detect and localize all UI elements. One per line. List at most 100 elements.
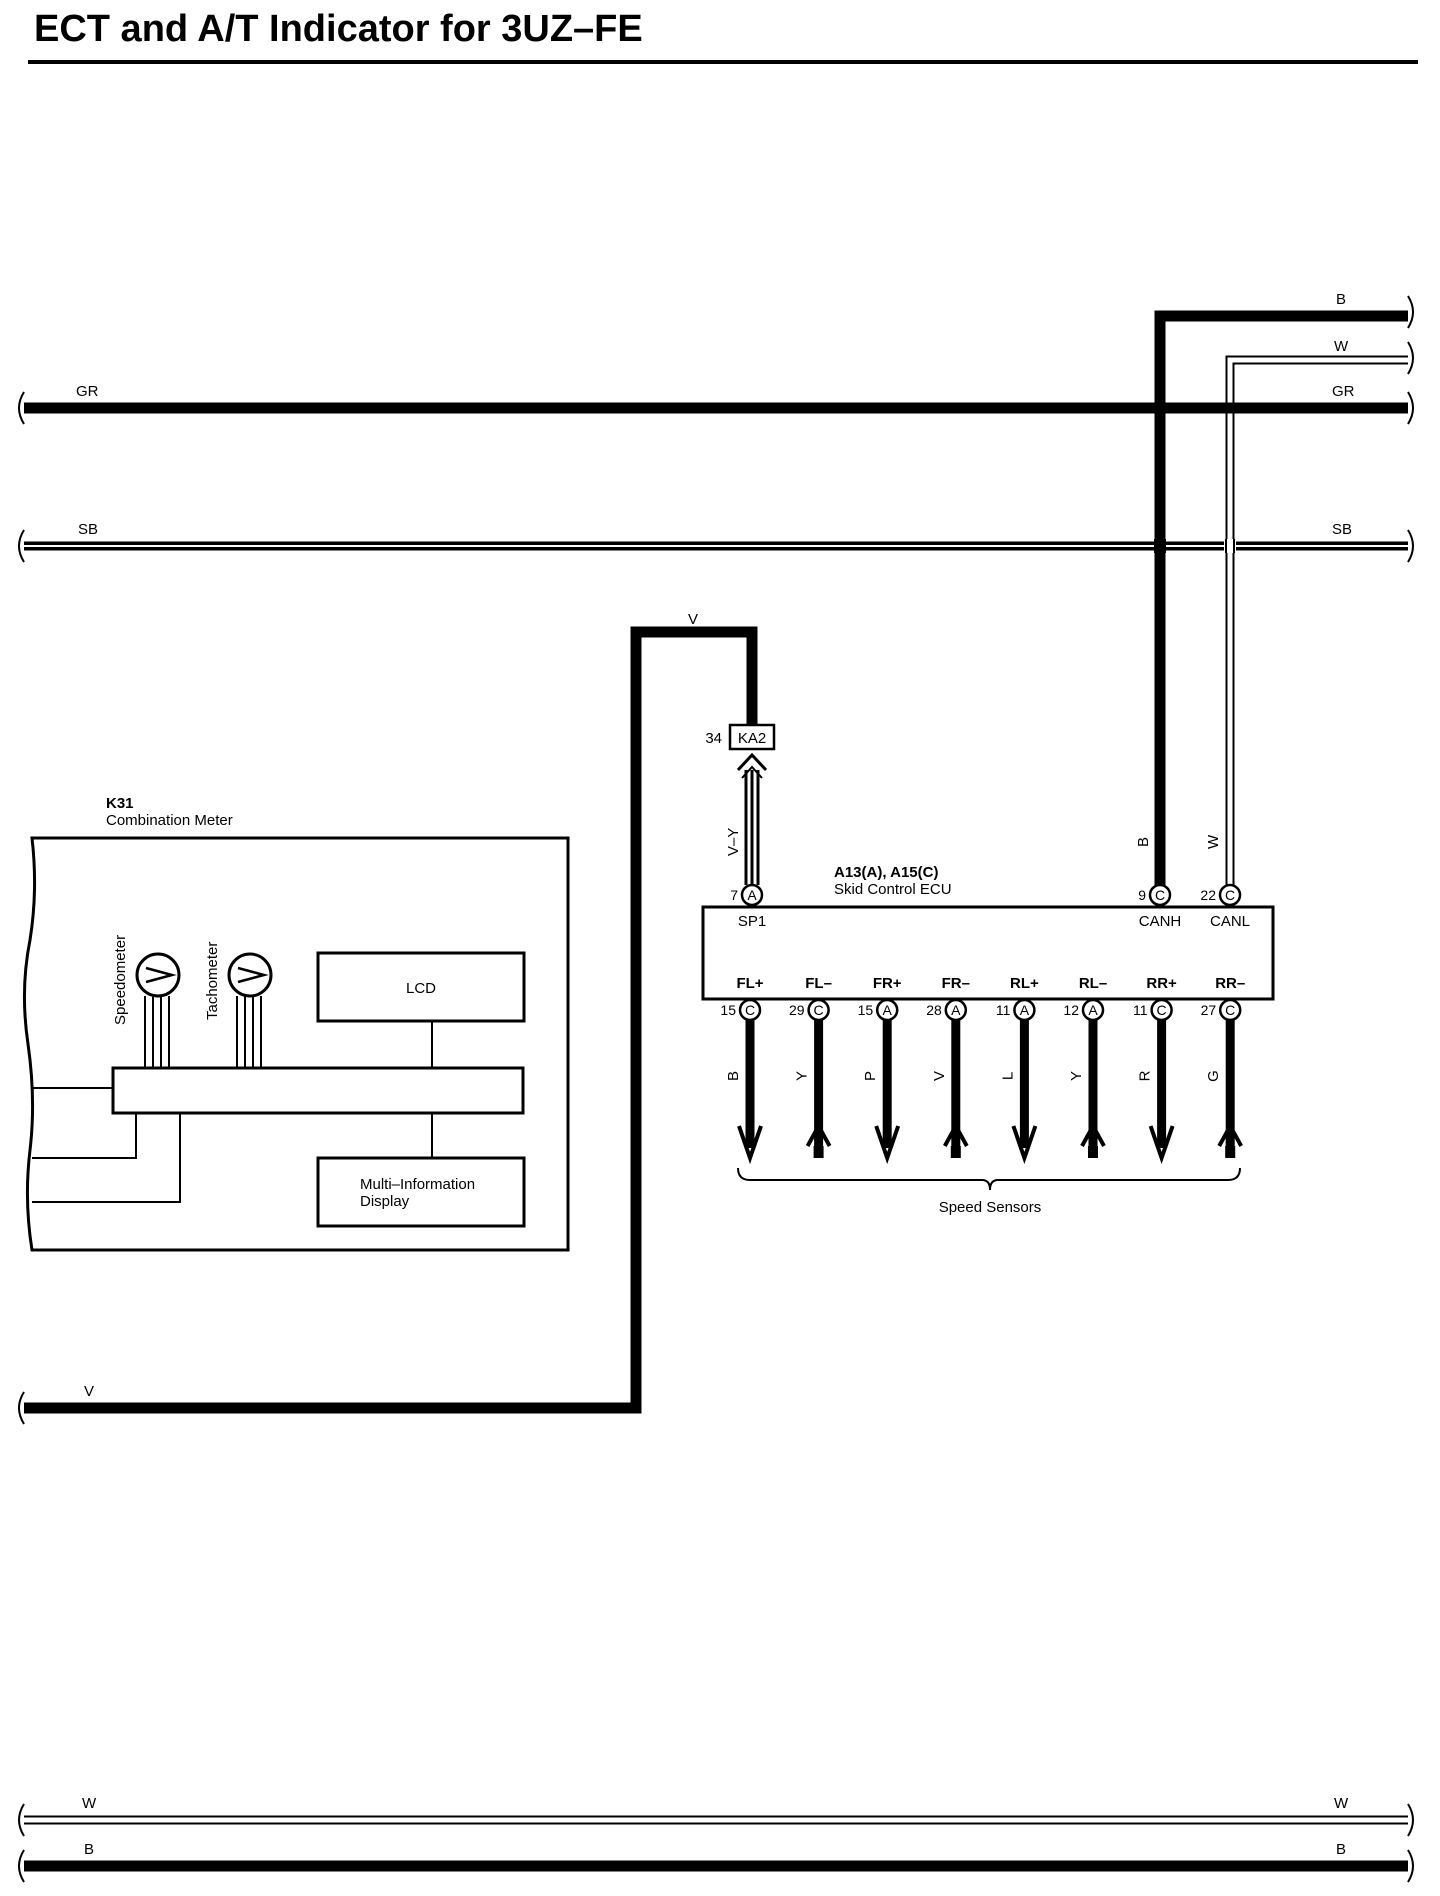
pin-connector-circle (875, 998, 899, 1022)
wire-label-v-lower: V (84, 1383, 94, 1400)
meter-left-link-2 (32, 1113, 137, 1159)
pin-connector-letter: A (951, 1002, 961, 1018)
sensor-wire-color-label: P (862, 1071, 879, 1081)
speedometer-gauge-icon (135, 952, 181, 1068)
wire-w-top-core (1227, 357, 1410, 888)
pin-connector-letter: C (1225, 1002, 1235, 1018)
meter-name: Combination Meter (106, 812, 233, 829)
sensor-arrow-down (1148, 1125, 1175, 1165)
sensor-wire-end (813, 1146, 824, 1158)
sensor-arrow-down (737, 1125, 763, 1165)
pin-number: 28 (926, 1002, 942, 1018)
wire-break-marks (18, 295, 1414, 1883)
ecu-top-pin-canh: C9 (1138, 883, 1172, 907)
ecu-bottom-pin-1: C15 (720, 998, 762, 1022)
pin-number: 12 (1063, 1002, 1079, 1018)
ecu-bottom-pin-4: A 28 (926, 998, 968, 1022)
wire-w-top (1225, 355, 1408, 888)
ecu-top-pin-label: SP1 (738, 913, 766, 930)
wire-label-vy: V–Y (725, 828, 742, 856)
sensor-wire-end (950, 1146, 961, 1158)
ecu-bottom-pins: BFL+C15YFL–C29PFR+A15VFR–A28LRL+A11YRL–A… (720, 975, 1245, 1165)
pin-connector-circle (1218, 883, 1242, 907)
speed-sensors-label: Speed Sensors (939, 1199, 1042, 1216)
sensor-wire-end (1088, 1146, 1098, 1158)
wire-label-w-top: W (1334, 338, 1349, 355)
title-rule (28, 60, 1418, 64)
pin-connector-letter: C (1155, 887, 1165, 903)
skid-ecu-box (701, 905, 1275, 1001)
sensor-wire-1: B (725, 1020, 763, 1165)
pin-connector-circle (740, 883, 764, 907)
skid-ecu-name: Skid Control ECU (834, 881, 952, 898)
wire-label-v-upper: V (688, 611, 698, 628)
ecu-bottom-pin-7: C 11 (1133, 998, 1173, 1022)
multi-info-line2: Display (360, 1193, 410, 1210)
wire-label-b-top: B (1336, 291, 1346, 308)
ecu-bottom-pin-label: FR+ (873, 975, 902, 992)
sensor-wire-color-label: Y (1068, 1071, 1085, 1081)
sensor-arrow-up (1217, 1121, 1243, 1147)
ecu-bottom-pin-label: RL+ (1010, 975, 1039, 992)
wire-label-sb-right: SB (1332, 521, 1352, 538)
meter-bus-bar (111, 1066, 525, 1115)
pin-number: 11 (996, 1002, 1011, 1018)
wire-label-gr-right: GR (1332, 383, 1355, 400)
ecu-bottom-pin-label: FL+ (736, 975, 763, 992)
pin-connector-letter: C (1157, 1002, 1167, 1018)
sensor-wire-7: R (1137, 1020, 1175, 1165)
ecu-top-pin-label: CANH (1139, 913, 1182, 930)
ecu-bottom-pin-label: FL– (805, 975, 832, 992)
speedometer-label: Speedometer (112, 935, 129, 1025)
pin-connector-letter: A (747, 887, 757, 903)
ecu-top-pin-sp1: A7 (730, 883, 764, 907)
junction-ka2-pin: 34 (705, 730, 722, 747)
sensor-arrow-up (943, 1121, 969, 1147)
pin-connector-letter: A (1088, 1002, 1098, 1018)
multi-info-line1: Multi–Information (360, 1176, 475, 1193)
pin-connector-letter: C (745, 1002, 755, 1018)
sensor-wire-color-label: R (1137, 1070, 1154, 1081)
wire-label-sb-left: SB (78, 521, 98, 538)
lcd-box (316, 951, 526, 1023)
sensor-wire-8: G (1205, 1020, 1243, 1158)
pin-connector-letter: C (1225, 887, 1235, 903)
pin-connector-letter: C (814, 1002, 824, 1018)
pin-connector-circle (944, 998, 968, 1022)
lcd-label: LCD (406, 980, 436, 997)
sensor-wire-4: V (931, 1020, 969, 1158)
wire-label-gr-left: GR (76, 383, 99, 400)
ecu-bottom-pin-label: RR– (1215, 975, 1245, 992)
sensor-arrow-down (1011, 1125, 1038, 1165)
pin-number: 7 (730, 887, 738, 903)
pin-connector-circle (1150, 998, 1173, 1022)
ecu-top-pin-canl: C22 (1200, 883, 1242, 907)
sensor-wire-end (1225, 1146, 1236, 1158)
pin-number: 11 (1133, 1002, 1148, 1018)
pin-connector-letter: A (1020, 1002, 1030, 1018)
page-title: ECT and A/T Indicator for 3UZ–FE (34, 8, 643, 50)
ecu-bottom-pin-2: C29 (789, 998, 830, 1022)
sensor-wire-color-label: Y (794, 1071, 811, 1081)
meter-id: K31 (106, 795, 134, 812)
junction-ka2-label: KA2 (738, 730, 766, 747)
pin-connector-circle (807, 998, 830, 1022)
pin-number: 27 (1201, 1002, 1217, 1018)
wire-b-top (1154, 310, 1408, 547)
pin-connector-circle (1218, 998, 1242, 1022)
pin-connector-circle (1148, 883, 1172, 907)
skid-ecu-id: A13(A), A15(C) (834, 864, 938, 881)
sensor-wire-2: Y (794, 1020, 832, 1158)
ecu-bottom-pin-label: RR+ (1146, 975, 1177, 992)
pin-connector-circle (1013, 998, 1036, 1022)
pin-number: 15 (858, 1002, 874, 1018)
sensor-wire-6: Y (1068, 1020, 1106, 1158)
tachometer-gauge-icon (227, 952, 273, 1068)
sensor-wire-5: L (999, 1020, 1038, 1165)
sensor-wire-color-label: L (999, 1072, 1016, 1080)
ecu-bottom-pin-label: FR– (942, 975, 970, 992)
sensor-wire-color-label: B (725, 1071, 742, 1081)
sensor-wire-color-label: V (931, 1071, 948, 1081)
tachometer-label: Tachometer (204, 942, 221, 1020)
